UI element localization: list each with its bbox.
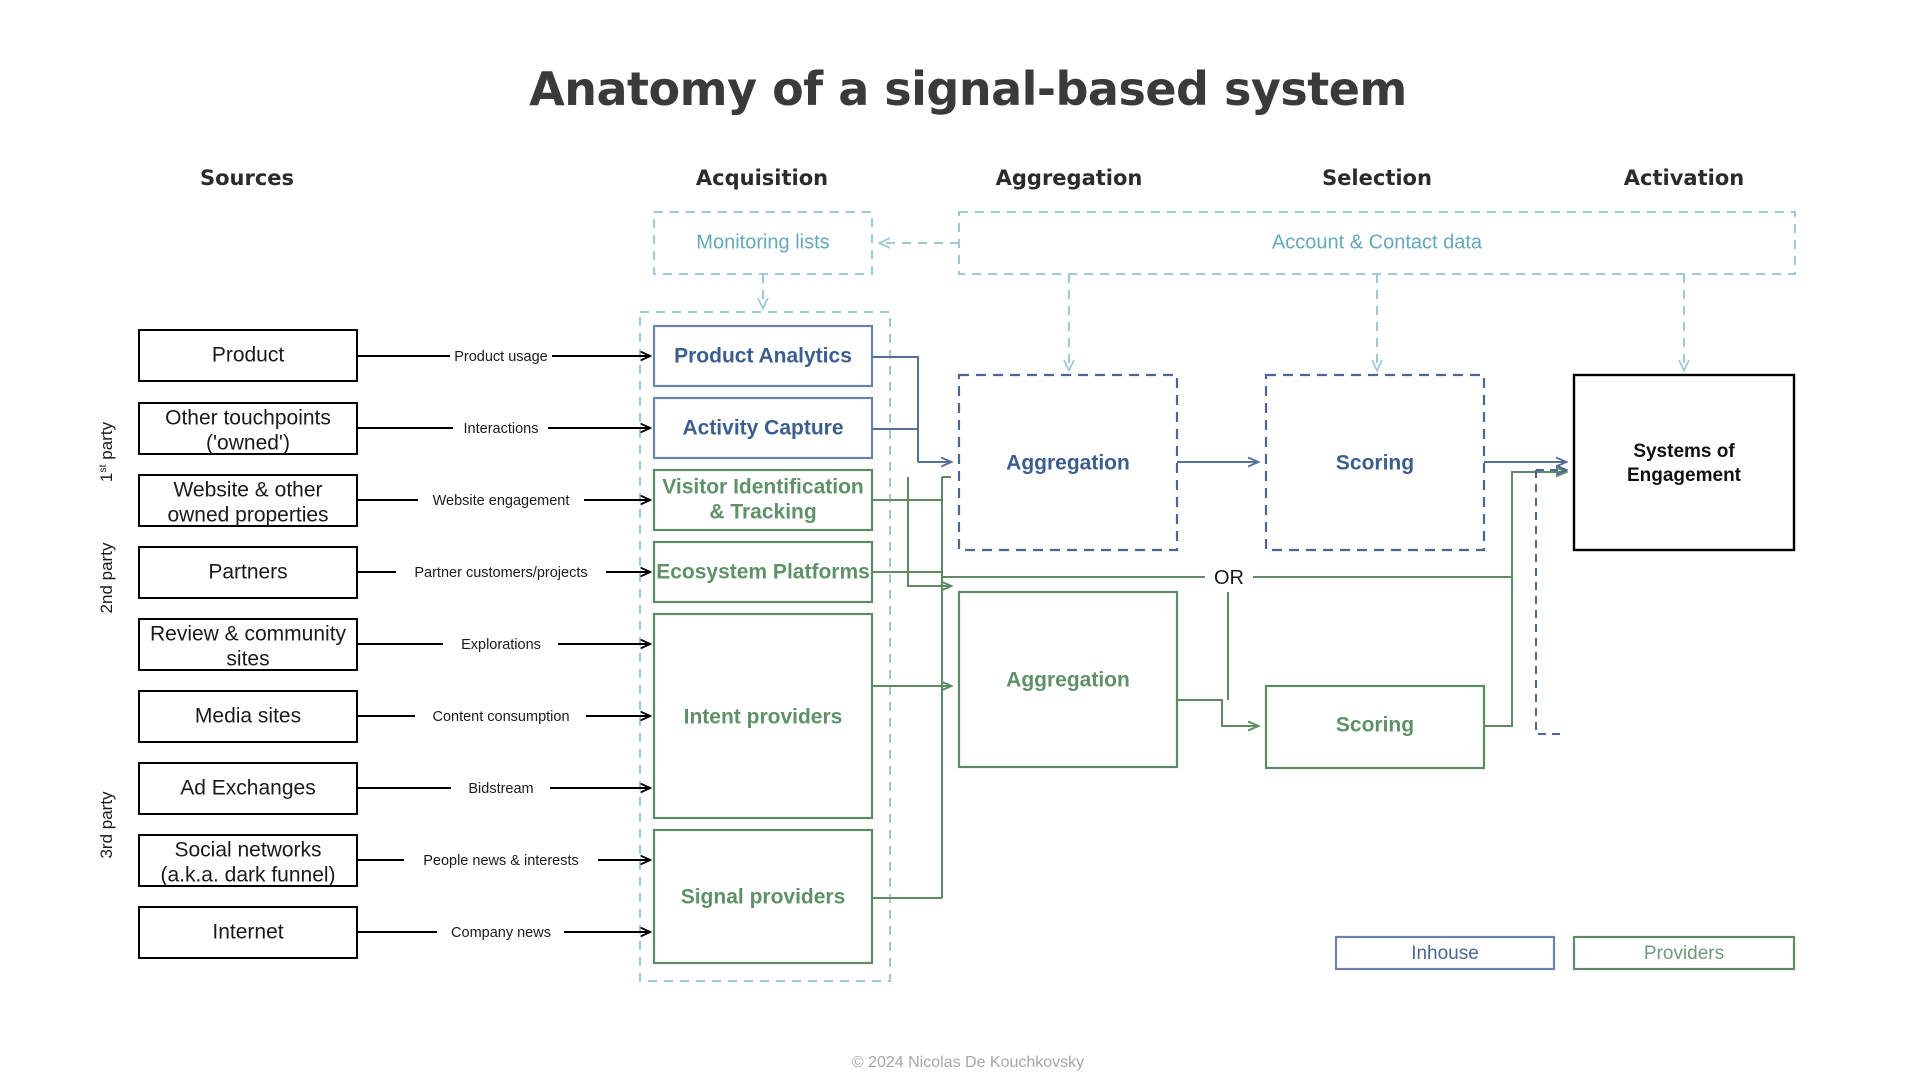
systems-of-engagement-box[interactable] [1572,373,1796,552]
systems-of-engagement-label-2: Engagement [1627,465,1742,486]
flow-label-explorations: Explorations [461,637,541,653]
blue-route-product-analytics [872,356,919,462]
acq-label-ecosystem-platforms: Ecosystem Platforms [656,561,870,584]
flow-label-content-consumption: Content consumption [432,709,569,725]
source-label-website-1: Website & other [173,479,322,502]
source-box-product[interactable] [138,329,358,382]
acq-label-intent-providers: Intent providers [684,706,843,729]
source-label-partners: Partners [208,561,287,584]
source-label-review-2: sites [226,648,269,671]
account-contact-data-label: Account & Contact data [1272,231,1483,253]
source-label-website-2: owned properties [167,504,328,527]
providers-aggregation-box[interactable] [957,590,1179,769]
acq-box-intent-providers[interactable] [652,612,874,820]
acq-box-activity-capture[interactable] [652,396,874,460]
page-title: Anatomy of a signal-based system [529,62,1407,116]
source-row: Website & other owned properties Website… [138,474,650,527]
source-row: Social networks (a.k.a. dark funnel) Peo… [138,834,650,887]
green-route-scoring-to-activation [1484,472,1566,727]
source-label-media-sites: Media sites [195,705,301,728]
acq-label-product-analytics: Product Analytics [674,345,852,368]
source-label-other-touchpoints-1: Other touchpoints [165,407,331,430]
source-row: Product Product usage [138,329,650,382]
party-label-1st: 1st party [97,421,116,482]
column-header-selection: Selection [1322,166,1432,190]
column-header-acquisition: Acquisition [696,166,828,190]
providers-scoring-box[interactable] [1264,684,1486,770]
acq-label-visitor-identification-1: Visitor Identification [662,476,863,499]
acq-box-ecosystem-platforms[interactable] [652,540,874,604]
footer-copyright: © 2024 Nicolas De Kouchkovsky [852,1054,1084,1071]
source-label-product: Product [212,344,285,367]
flow-label-product-usage: Product usage [454,349,548,365]
blue-dashed-bypass [1535,470,1560,735]
source-box-ad-exchanges[interactable] [138,762,358,815]
source-label-ad-exchanges: Ad Exchanges [180,777,315,800]
green-route-aggregation-to-scoring [1177,699,1258,726]
source-label-other-touchpoints-2: ('owned') [206,432,290,455]
systems-of-engagement-label-1: Systems of [1633,441,1735,462]
acq-box-signal-providers[interactable] [652,828,874,965]
source-box-website[interactable] [138,474,358,527]
column-header-aggregation: Aggregation [996,166,1143,190]
source-box-internet[interactable] [138,906,358,959]
source-row: Partners Partner customers/projects [138,546,650,599]
source-row: Review & community sites Explorations [138,618,650,671]
inhouse-scoring-label: Scoring [1336,452,1414,475]
acq-label-signal-providers: Signal providers [681,886,846,909]
source-row: Other touchpoints ('owned') Interactions [138,402,650,455]
source-label-internet: Internet [212,921,283,944]
flow-label-company-news: Company news [451,925,551,941]
source-box-media-sites[interactable] [138,690,358,743]
acq-label-visitor-identification-2: & Tracking [709,501,816,524]
party-label-3rd: 3rd party [97,791,116,859]
monitoring-lists-label: Monitoring lists [696,231,829,253]
column-header-activation: Activation [1624,166,1744,190]
green-route-into-inhouse-aggregation [907,477,951,586]
party-label-2nd: 2nd party [97,542,116,613]
legend-label-providers: Providers [1644,943,1724,964]
legend-box-inhouse[interactable] [1334,935,1556,971]
acq-label-activity-capture: Activity Capture [682,417,843,440]
flow-label-bidstream: Bidstream [468,781,533,797]
or-label: OR [1214,567,1244,589]
source-label-social-1: Social networks [174,839,321,862]
source-box-other-touchpoints[interactable] [138,402,358,455]
providers-aggregation-label: Aggregation [1006,669,1130,692]
flow-label-website-engagement: Website engagement [433,493,570,509]
inhouse-aggregation-box[interactable] [957,373,1179,552]
providers-scoring-label: Scoring [1336,714,1414,737]
source-row: Media sites Content consumption [138,690,650,743]
flow-label-people-news: People news & interests [423,853,579,869]
source-box-review-community[interactable] [138,618,358,671]
source-box-partners[interactable] [138,546,358,599]
flow-label-partner-customers: Partner customers/projects [414,565,587,581]
column-header-sources: Sources [200,166,294,190]
source-row: Ad Exchanges Bidstream [138,762,650,815]
inhouse-scoring-box[interactable] [1264,373,1486,552]
legend-label-inhouse: Inhouse [1411,943,1479,964]
source-box-social-networks[interactable] [138,834,358,887]
acq-box-visitor-identification[interactable] [652,468,874,532]
inhouse-aggregation-label: Aggregation [1006,452,1130,475]
source-label-social-2: (a.k.a. dark funnel) [160,864,335,887]
flow-label-interactions: Interactions [464,421,539,437]
source-row: Internet Company news [138,906,650,959]
source-label-review-1: Review & community [150,623,347,646]
legend-box-providers[interactable] [1572,935,1796,971]
acquisition-container [639,311,891,982]
acq-box-product-analytics[interactable] [652,324,874,388]
